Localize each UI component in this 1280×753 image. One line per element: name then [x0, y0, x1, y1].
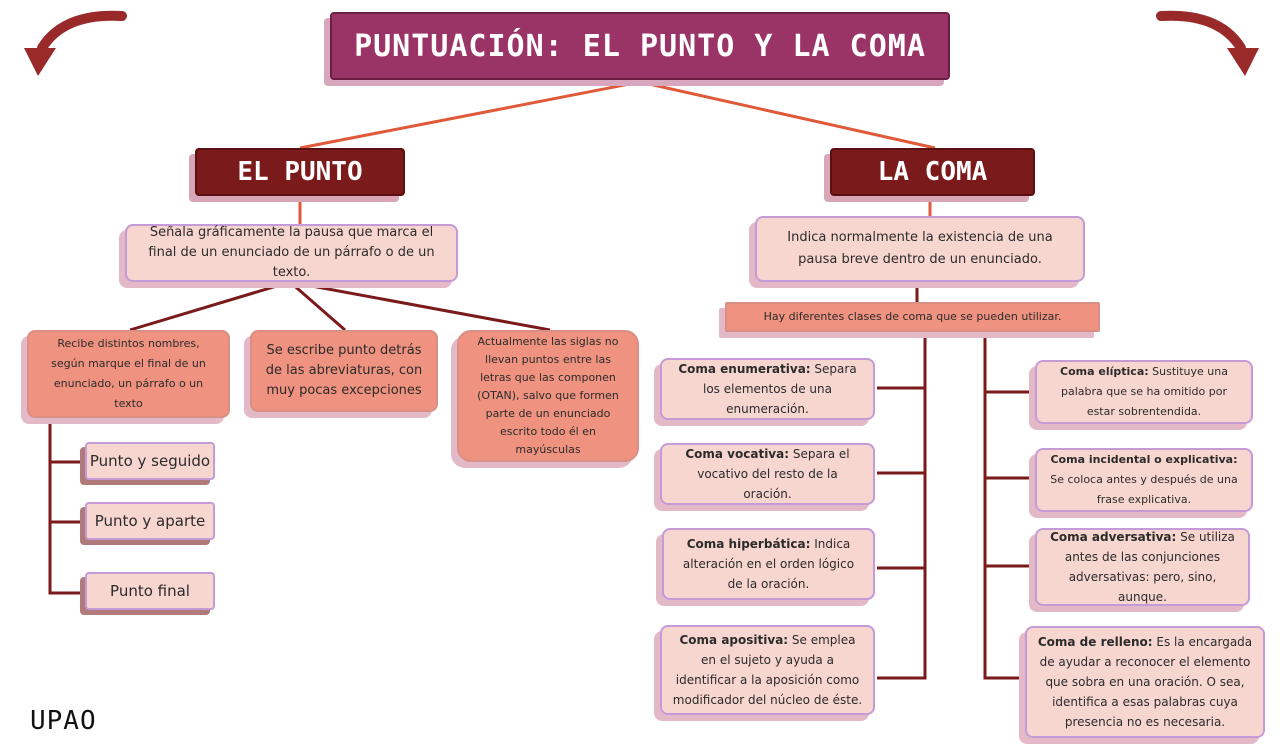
punto-siglas-text: Actualmente las siglas no llevan puntos … [477, 335, 619, 456]
punto-definition: Señala gráficamente la pausa que marca e… [125, 224, 458, 282]
coma-term: Coma hiperbática: [686, 537, 811, 551]
coma-adversativa-card: Coma adversativa: Se utiliza antes de la… [1035, 528, 1250, 606]
punto-abreviaturas-text: Se escribe punto detrás de las abreviatu… [265, 343, 423, 398]
page-title: PUNTUACIÓN: EL PUNTO Y LA COMA [330, 12, 950, 80]
coma-term: Coma adversativa: [1050, 530, 1177, 544]
coma-desc: Se coloca antes y después de una frase e… [1050, 473, 1238, 506]
coma-apositiva-card: Coma apositiva: Se emplea en el sujeto y… [660, 625, 875, 715]
coma-enumerativa-card: Coma enumerativa: Separa los elementos d… [660, 358, 875, 420]
coma-term: Coma incidental o explicativa: [1050, 453, 1238, 466]
coma-heading-text: LA COMA [877, 157, 988, 187]
coma-term: Coma apositiva: [679, 633, 789, 647]
coma-hiperbatica-card: Coma hiperbática: Indica alteración en e… [662, 528, 875, 600]
coma-term: Coma de relleno: [1037, 635, 1153, 649]
coma-desc: Sustituye una palabra que se ha omitido … [1061, 365, 1228, 418]
punto-tipo-final: Punto final [85, 572, 215, 610]
coma-desc: Se utiliza antes de las conjunciones adv… [1064, 530, 1235, 604]
punto-tipo-label: Punto y aparte [94, 512, 206, 530]
coma-term: Coma enumerativa: [678, 362, 811, 376]
coma-vocativa-card: Coma vocativa: Separa el vocativo del re… [660, 443, 875, 505]
coma-relleno-card: Coma de relleno: Es la encargada de ayud… [1025, 626, 1265, 738]
punto-heading-text: EL PUNTO [237, 157, 363, 187]
coma-term: Coma elíptica: [1060, 365, 1149, 378]
coma-desc: Se emplea en el sujeto y ayuda a identif… [672, 633, 863, 707]
page-title-text: PUNTUACIÓN: EL PUNTO Y LA COMA [354, 28, 926, 64]
punto-heading: EL PUNTO [195, 148, 405, 196]
curved-arrow-left-icon [24, 10, 127, 76]
punto-siglas-card: Actualmente las siglas no llevan puntos … [457, 330, 639, 462]
coma-desc: Indica alteración en el orden lógico de … [682, 537, 855, 591]
coma-heading: LA COMA [830, 148, 1035, 196]
coma-incidental-card: Coma incidental o explicativa: Se coloca… [1035, 448, 1253, 512]
coma-clases-intro: Hay diferentes clases de coma que se pue… [725, 302, 1100, 332]
coma-desc: Separa los elementos de una enumeración. [702, 362, 857, 416]
coma-term: Coma vocativa: [685, 447, 790, 461]
punto-abreviaturas-card: Se escribe punto detrás de las abreviatu… [250, 330, 438, 412]
coma-definition-text: Indica normalmente la existencia de una … [787, 230, 1053, 267]
coma-desc: Separa el vocativo del resto de la oraci… [697, 447, 850, 501]
punto-tipo-aparte: Punto y aparte [85, 502, 215, 540]
upao-logo: UPAO [30, 706, 97, 736]
curved-arrow-right-icon [1156, 10, 1259, 76]
punto-nombres-text: Recibe distintos nombres, según marque e… [51, 337, 206, 410]
punto-definition-text: Señala gráficamente la pausa que marca e… [148, 225, 435, 280]
punto-nombres-card: Recibe distintos nombres, según marque e… [27, 330, 230, 418]
punto-tipo-seguido: Punto y seguido [85, 442, 215, 480]
coma-clases-intro-text: Hay diferentes clases de coma que se pue… [763, 310, 1062, 323]
punto-tipo-label: Punto y seguido [89, 452, 211, 470]
coma-eliptica-card: Coma elíptica: Sustituye una palabra que… [1035, 360, 1253, 424]
coma-desc: Es la encargada de ayudar a reconocer el… [1039, 635, 1253, 729]
coma-definition: Indica normalmente la existencia de una … [755, 216, 1085, 282]
punto-tipo-label: Punto final [110, 582, 190, 600]
